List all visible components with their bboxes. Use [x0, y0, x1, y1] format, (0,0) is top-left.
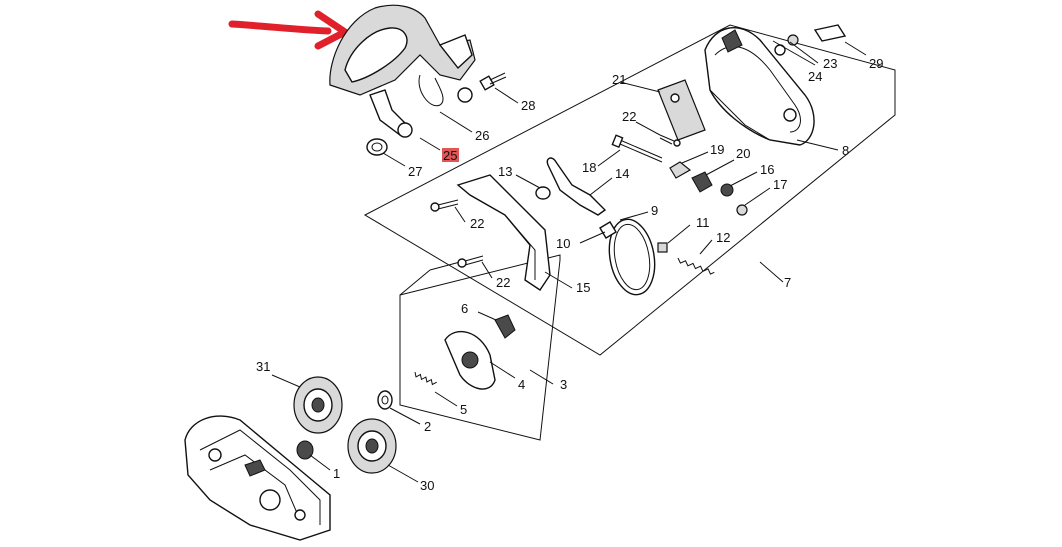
- nut-16: [720, 183, 734, 197]
- leader-lines: [271, 40, 839, 483]
- label-6: 6: [461, 301, 468, 316]
- label-7: 7: [784, 275, 791, 290]
- needle-bearing-1: [296, 440, 314, 460]
- bushing-13: [535, 186, 551, 200]
- screw-22-top: [659, 134, 681, 147]
- label-16: 16: [760, 162, 774, 177]
- label-9: 9: [651, 203, 658, 218]
- tensioner-screw-19: [669, 161, 692, 179]
- nut-17: [736, 204, 748, 216]
- label-31: 31: [256, 359, 270, 374]
- clutch-cover-8: [704, 27, 815, 146]
- label-17: 17: [773, 177, 787, 192]
- screw-28: [479, 72, 507, 91]
- label-25: 25: [443, 148, 457, 163]
- block-11: [657, 242, 668, 253]
- brake-housing-15: [456, 174, 551, 291]
- clutch-4: [444, 330, 496, 390]
- guide-plate-21: [657, 79, 706, 141]
- nut-23: [787, 34, 799, 46]
- label-15: 15: [576, 280, 590, 295]
- label-29: 29: [869, 56, 883, 71]
- part-25-highlight: [442, 148, 459, 162]
- label-22-low: 22: [496, 275, 510, 290]
- label-3: 3: [560, 377, 567, 392]
- pin-10: [599, 221, 617, 239]
- label-20: 20: [736, 146, 750, 161]
- crankcase: [184, 415, 331, 541]
- spring-5: [414, 371, 437, 386]
- rim-sprocket-31: [293, 376, 343, 434]
- spring-12: [677, 257, 715, 275]
- screw-22-low: [457, 255, 484, 268]
- tensioner-20: [691, 171, 713, 193]
- label-1: 1: [333, 466, 340, 481]
- clutch-shoe-6: [494, 314, 516, 339]
- label-27: 27: [408, 164, 422, 179]
- label-28: 28: [521, 98, 535, 113]
- label-8: 8: [842, 143, 849, 158]
- spur-sprocket-30: [347, 418, 397, 474]
- red-arrow-annotation: [228, 10, 349, 50]
- label-23: 23: [823, 56, 837, 71]
- label-10: 10: [556, 236, 570, 251]
- label-4: 4: [518, 377, 525, 392]
- label-11: 11: [696, 215, 710, 230]
- bolt-18: [611, 134, 663, 163]
- label-21: 21: [612, 72, 626, 87]
- label-22-top: 22: [622, 109, 636, 124]
- group-box-7: [363, 24, 896, 356]
- label-19: 19: [710, 142, 724, 157]
- brake-band-9: [608, 218, 656, 296]
- label-13: 13: [498, 164, 512, 179]
- lever-14: [546, 157, 607, 216]
- label-14: 14: [615, 166, 629, 181]
- label-12: 12: [716, 230, 730, 245]
- label-22-mid: 22: [470, 216, 484, 231]
- label-18: 18: [582, 160, 596, 175]
- label-24: 24: [808, 69, 822, 84]
- label-30: 30: [420, 478, 434, 493]
- part-labels: 28 26 25 27 21 22 18 19 20 16 17 23 24 2…: [256, 56, 883, 493]
- label-plate-29: [813, 24, 867, 56]
- label-5: 5: [460, 402, 467, 417]
- label-26: 26: [475, 128, 489, 143]
- label-2: 2: [424, 419, 431, 434]
- screw-22-mid: [430, 199, 459, 212]
- bushing-27: [366, 138, 388, 156]
- washer-2: [377, 390, 393, 410]
- front-handle-guard: [329, 4, 476, 138]
